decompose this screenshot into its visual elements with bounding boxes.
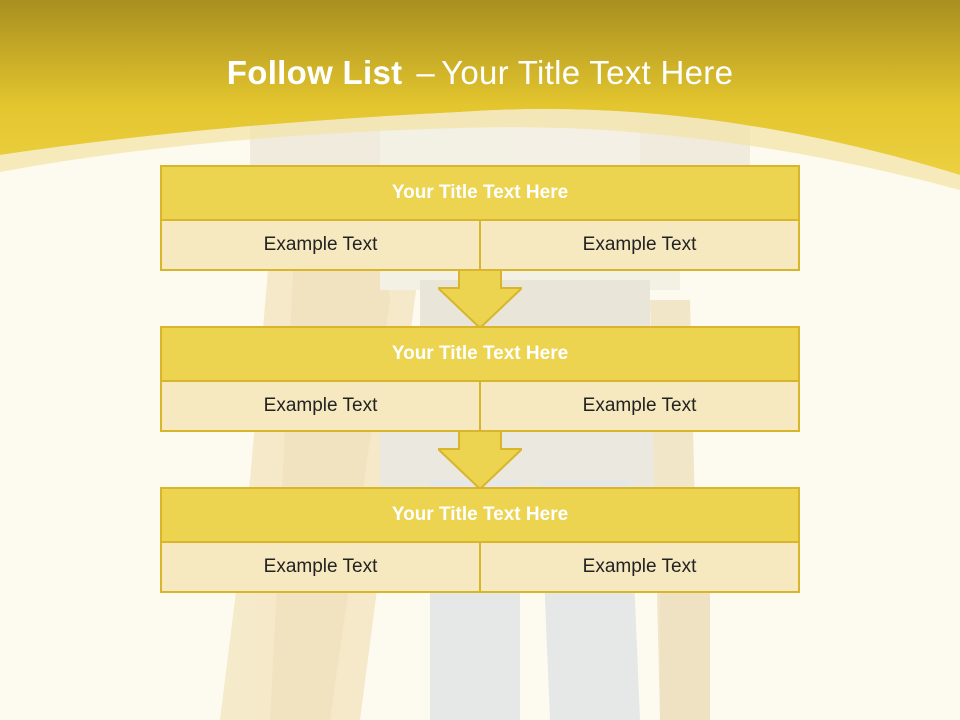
block-title: Your Title Text Here	[160, 165, 800, 221]
block-row: Example Text Example Text	[160, 543, 800, 593]
header-band	[0, 0, 960, 190]
list-block-1: Your Title Text Here Example Text Exampl…	[160, 165, 800, 271]
title-rest-part: Your Title Text Here	[441, 54, 734, 91]
block-cell-left: Example Text	[160, 543, 481, 593]
list-block-2: Your Title Text Here Example Text Exampl…	[160, 326, 800, 432]
block-row: Example Text Example Text	[160, 221, 800, 271]
block-title: Your Title Text Here	[160, 326, 800, 382]
block-cell-left: Example Text	[160, 382, 481, 432]
block-row: Example Text Example Text	[160, 382, 800, 432]
block-title: Your Title Text Here	[160, 487, 800, 543]
title-bold-part: Follow List	[226, 54, 403, 91]
list-block-3: Your Title Text Here Example Text Exampl…	[160, 487, 800, 593]
block-cell-right: Example Text	[481, 382, 800, 432]
down-arrow-icon	[438, 270, 522, 328]
block-cell-right: Example Text	[481, 543, 800, 593]
block-cell-right: Example Text	[481, 221, 800, 271]
block-cell-left: Example Text	[160, 221, 481, 271]
slide-title: Follow List–Your Title Text Here	[0, 54, 960, 92]
down-arrow-icon	[438, 431, 522, 489]
title-separator: –	[416, 54, 436, 91]
